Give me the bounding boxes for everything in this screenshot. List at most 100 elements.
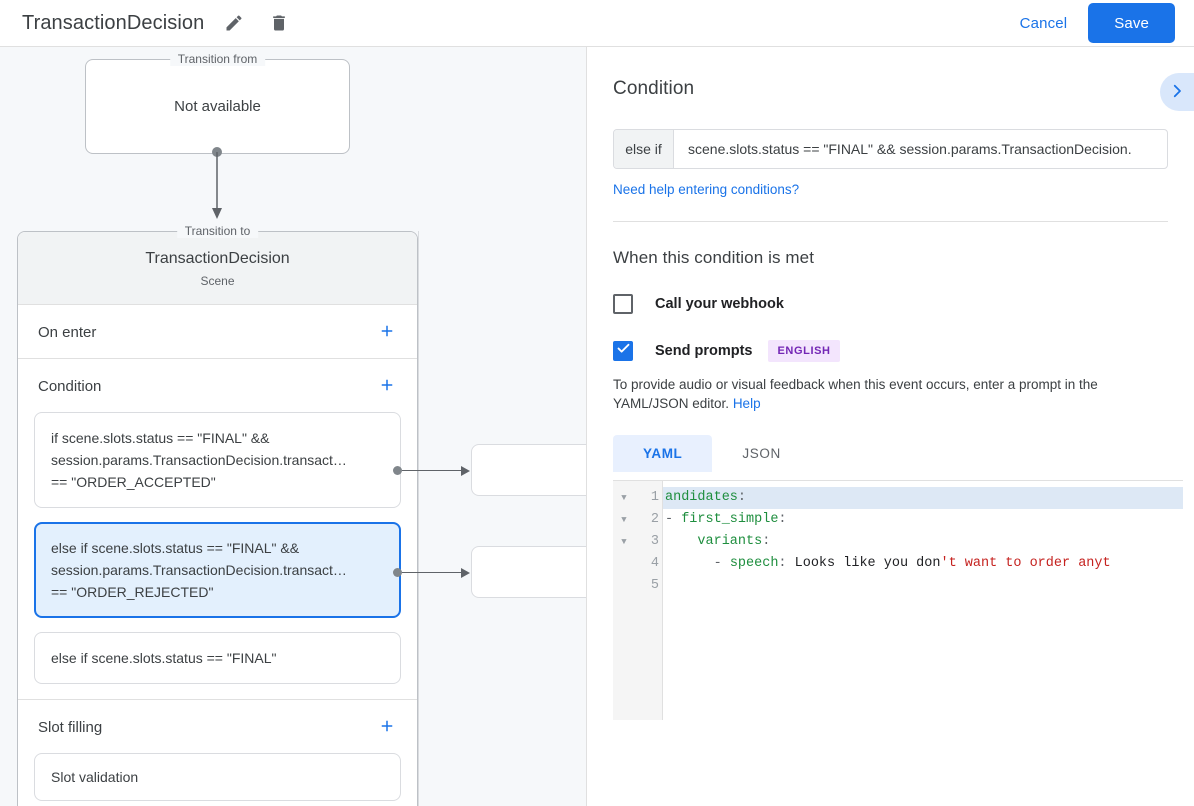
prompts-helper-sentence: To provide audio or visual feedback when… xyxy=(613,377,1098,411)
section-slot-filling-header: Slot filling xyxy=(18,700,417,753)
condition-line: if scene.slots.status == "FINAL" && xyxy=(51,430,270,446)
condition-line: == "ORDER_ACCEPTED" xyxy=(51,474,216,490)
code-token: : xyxy=(762,534,771,549)
editor-format-tabs: YAML JSON xyxy=(613,435,1168,472)
code-token xyxy=(665,534,697,549)
edge-arrow-rejected xyxy=(461,568,470,578)
edge-dot-rejected xyxy=(393,568,402,577)
section-condition-header: Condition xyxy=(18,359,417,412)
target-node-rejected[interactable] xyxy=(471,546,586,598)
add-condition-button[interactable] xyxy=(375,374,399,398)
pencil-icon xyxy=(224,13,244,33)
panel-condition-section: Condition else if Need help entering con… xyxy=(587,47,1194,222)
condition-line: == "ORDER_REJECTED" xyxy=(51,584,214,600)
condition-line: else if scene.slots.status == "FINAL" xyxy=(51,650,277,666)
trash-icon xyxy=(269,13,289,33)
code-token: 't want to order anyt xyxy=(940,556,1111,571)
details-panel: Condition else if Need help entering con… xyxy=(586,47,1194,806)
slot-validation-label: Slot validation xyxy=(51,769,139,785)
code-token: speech xyxy=(729,556,779,571)
panel-actions-section: When this condition is met Call your web… xyxy=(587,222,1194,720)
editor-code-area[interactable]: andidates:- first_simple: variants: - sp… xyxy=(663,481,1183,720)
slot-validation-card[interactable]: Slot validation xyxy=(34,753,401,801)
send-prompts-checkbox[interactable] xyxy=(613,341,633,361)
flow-connector-arrow xyxy=(212,147,222,219)
edge-line-accepted xyxy=(402,470,464,471)
code-token: Looks like you don xyxy=(786,556,941,571)
plus-icon xyxy=(378,717,396,738)
line-number: 3 xyxy=(650,534,659,549)
add-slot-filling-button[interactable] xyxy=(375,715,399,739)
editor-line-numbers: 1 2 3 4 5 xyxy=(635,481,663,720)
code-line: variants: xyxy=(663,531,1183,553)
panel-divider xyxy=(613,221,1168,222)
code-token: first_simple xyxy=(681,512,779,527)
code-line: andidates: xyxy=(663,487,1183,509)
section-on-enter-header: On enter xyxy=(18,305,417,358)
editor-fold-column[interactable]: ▼ ▼ ▼ xyxy=(613,481,635,720)
edge-arrow-accepted xyxy=(461,466,470,476)
section-slot-filling: Slot filling Slot validation xyxy=(18,700,417,806)
call-webhook-checkbox[interactable] xyxy=(613,294,633,314)
line-number: 2 xyxy=(650,512,659,527)
transition-to-legend: Transition to xyxy=(176,224,259,238)
tab-json[interactable]: JSON xyxy=(712,435,810,472)
code-token: - xyxy=(665,556,730,571)
save-button[interactable]: Save xyxy=(1088,3,1175,43)
transition-from-box: Transition from Not available xyxy=(85,52,350,154)
section-on-enter-title: On enter xyxy=(38,323,97,341)
scene-type: Scene xyxy=(200,274,235,288)
page-title: TransactionDecision xyxy=(22,11,205,34)
condition-card-final[interactable]: else if scene.slots.status == "FINAL" xyxy=(34,632,401,684)
flow-canvas: Transition from Not available Transition… xyxy=(0,47,586,806)
delete-button[interactable] xyxy=(265,9,293,37)
condition-help-link[interactable]: Need help entering conditions? xyxy=(613,182,800,197)
section-condition: Condition if scene.slots.status == "FINA… xyxy=(18,359,417,700)
condition-expression-input[interactable] xyxy=(674,130,1167,168)
scene-header[interactable]: TransactionDecision Scene xyxy=(18,232,417,305)
section-condition-body: if scene.slots.status == "FINAL" && sess… xyxy=(18,412,417,699)
line-number: 4 xyxy=(650,556,659,571)
section-condition-title: Condition xyxy=(38,377,102,395)
code-line: - first_simple: xyxy=(663,509,1183,531)
caret-down-icon[interactable]: ▼ xyxy=(621,537,627,547)
tab-yaml[interactable]: YAML xyxy=(613,435,713,472)
flow-rail xyxy=(418,231,419,806)
caret-down-icon[interactable]: ▼ xyxy=(621,493,627,503)
edit-name-button[interactable] xyxy=(220,9,248,37)
fold-spacer xyxy=(613,575,635,597)
transition-from-legend: Transition from xyxy=(169,52,266,66)
yaml-editor[interactable]: ▼ ▼ ▼ 1 2 3 4 5 andidates:- first_simple… xyxy=(613,480,1183,720)
scene-card: Transition to TransactionDecision Scene … xyxy=(17,224,418,806)
scene-name: TransactionDecision xyxy=(145,250,290,267)
cancel-button[interactable]: Cancel xyxy=(1008,7,1080,40)
checkmark-icon xyxy=(616,341,631,361)
condition-line: else if scene.slots.status == "FINAL" && xyxy=(51,540,300,556)
condition-card-accepted[interactable]: if scene.slots.status == "FINAL" && sess… xyxy=(34,412,401,508)
transition-from-value: Not available xyxy=(174,98,261,115)
edge-dot-accepted xyxy=(393,466,402,475)
fold-spacer xyxy=(613,553,635,575)
section-on-enter: On enter xyxy=(18,305,417,359)
collapse-panel-button[interactable] xyxy=(1160,73,1194,111)
caret-down-icon[interactable]: ▼ xyxy=(621,515,627,525)
condition-card-rejected[interactable]: else if scene.slots.status == "FINAL" &&… xyxy=(34,522,401,618)
code-token: - xyxy=(665,512,682,527)
target-node-accepted[interactable] xyxy=(471,444,586,496)
send-prompts-row: Send prompts ENGLISH xyxy=(613,340,1168,362)
condition-line: session.params.TransactionDecision.trans… xyxy=(51,452,347,468)
section-slot-filling-title: Slot filling xyxy=(38,718,103,736)
code-token: : xyxy=(778,512,787,527)
code-token: andidates xyxy=(665,490,738,505)
condition-line: session.params.TransactionDecision.trans… xyxy=(51,562,347,578)
language-badge: ENGLISH xyxy=(768,340,840,362)
code-line: - speech: Looks like you don't want to o… xyxy=(663,553,1183,575)
line-number: 5 xyxy=(650,578,659,593)
prompts-help-link[interactable]: Help xyxy=(732,396,761,411)
send-prompts-label: Send prompts xyxy=(655,343,753,359)
code-token: : xyxy=(737,490,747,505)
chevron-right-icon xyxy=(1168,82,1186,103)
add-on-enter-button[interactable] xyxy=(375,320,399,344)
prompts-helper-text: To provide audio or visual feedback when… xyxy=(613,375,1168,413)
